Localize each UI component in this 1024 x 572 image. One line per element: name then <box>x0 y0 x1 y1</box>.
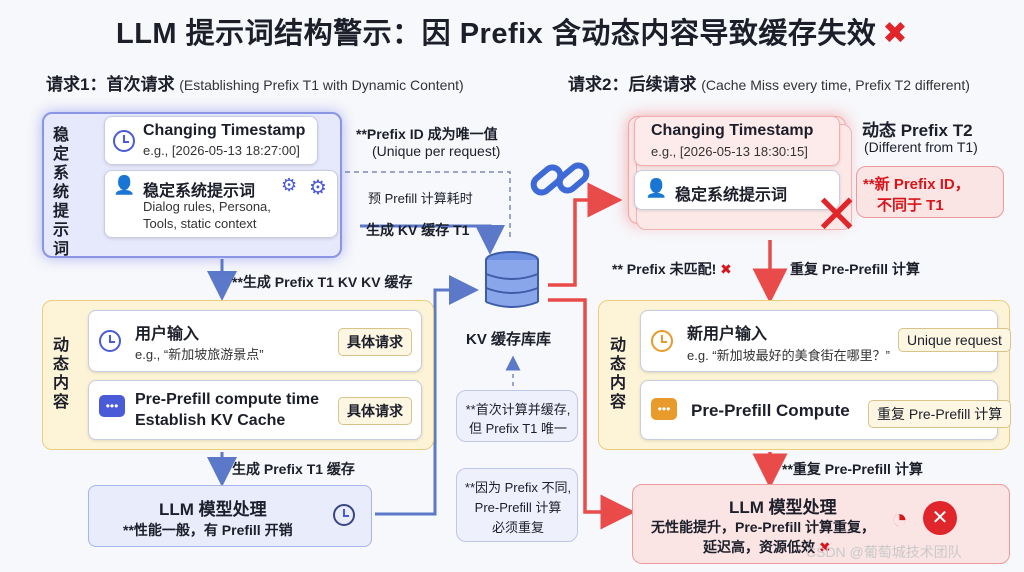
right-llm-desc-2-line: 延迟高，资源低效 ✖ <box>703 537 831 557</box>
repeat-prefill-label: 重复 Pre-Prefill 计算 <box>790 261 920 277</box>
new-prefix-line2: 不同于 T1 <box>877 197 944 214</box>
gen-cache-label: 生成 Prefix T1 缓存 <box>232 461 355 477</box>
new-prefix-box: **新 Prefix ID， 不同于 T1 <box>856 166 1004 218</box>
user-value: e.g., “新加坡旅游景点” <box>135 347 264 362</box>
left-system-card: 👤 稳定系统提示词 Dialog rules, Persona, Tools, … <box>104 170 338 238</box>
watermark: CSDN @葡萄城技术团队 <box>806 544 962 560</box>
right-compute-tag: 重复 Pre-Prefill 计算 <box>868 400 1012 428</box>
mismatch-text: ** Prefix 未匹配! <box>612 261 717 277</box>
right-user-title: 新用户输入 <box>687 326 768 343</box>
center-note-2: **因为 Prefix 不同, Pre-Prefill 计算 必须重复 <box>456 468 578 542</box>
left-llm-box: LLM 模型处理 **性能一般，有 Prefill 开销 <box>88 485 372 547</box>
right-system-card: 👤 稳定系统提示词 <box>634 170 840 210</box>
settings-icon: ⚙ <box>309 177 327 199</box>
right-llm-desc-2: 延迟高，资源低效 <box>703 539 815 555</box>
gen-prefix-label: **生成 Prefix T1 KV KV 缓存 <box>232 274 413 290</box>
user-gear-icon: 👤 <box>113 175 136 195</box>
system-title: 稳定系统提示词 <box>143 183 256 200</box>
database-icon <box>485 251 539 308</box>
center-note2-line1: **因为 Prefix 不同, <box>464 480 572 495</box>
center-note-1: **首次计算并缓存, 但 Prefix T1 唯一 <box>456 390 578 442</box>
center-note1-line2: 但 Prefix T1 唯一 <box>468 421 567 436</box>
right-timestamp-value: e.g., [2026-05-13 18:30:15] <box>651 144 808 159</box>
kv-note: 生成 KV 缓存 T1 <box>366 222 470 238</box>
left-stable-label: 稳定系统提示词 <box>52 127 69 258</box>
right-timestamp-card: Changing Timestamp e.g., [2026-05-13 18:… <box>634 116 840 166</box>
dyn-prefix-sub: (Different from T1) <box>864 139 978 155</box>
user-title: 用户输入 <box>135 326 200 343</box>
broken-link-icon <box>530 162 590 196</box>
prefix-note-2: (Unique per request) <box>372 143 501 159</box>
right-llm-box: LLM 模型处理 无性能提升，Pre-Prefill 计算重复， 延迟高，资源低… <box>632 484 1010 564</box>
chat-icon: ••• <box>651 398 677 420</box>
small-cross-icon: ✖ <box>720 261 732 277</box>
right-user-tag: Unique request <box>898 328 1011 352</box>
left-heading: 请求1：首次请求 (Establishing Prefix T1 with Dy… <box>46 70 464 95</box>
right-llm-title: LLM 模型处理 <box>729 498 837 517</box>
prefix-note-1: **Prefix ID 成为唯一值 <box>356 126 498 142</box>
left-prefill-card: ••• Pre-Prefill compute time Establish K… <box>88 380 422 440</box>
new-prefix-line1: **新 Prefix ID， <box>863 176 970 193</box>
center-note1-line1: **首次计算并缓存, <box>465 402 571 417</box>
right-timestamp-title: Changing Timestamp <box>651 122 814 139</box>
kv-cache-label: KV 缓存库库 <box>466 331 552 348</box>
clock-icon <box>651 330 673 352</box>
prefill-tag: 具体请求 <box>338 397 412 425</box>
page-title: LLM 提示词结构警示：因 Prefix 含动态内容导致缓存失效✖ <box>0 10 1024 52</box>
mismatch-cross-icon: ✕ <box>814 185 860 245</box>
prefill-title-1: Pre-Prefill compute time <box>135 391 320 408</box>
left-llm-desc: **性能一般，有 Prefill 开销 <box>123 522 293 538</box>
chat-icon: ••• <box>99 395 125 417</box>
center-note2-line3: 必须重复 <box>491 520 544 535</box>
left-dynamic-label: 动态内容 <box>52 337 69 411</box>
prefill-note: 预 Prefill 计算耗时 <box>368 191 473 206</box>
right-llm-desc-1: 无性能提升，Pre-Prefill 计算重复， <box>651 519 876 535</box>
right-heading-text: 请求2：后续请求 <box>568 75 697 94</box>
right-heading-sub: (Cache Miss every time, Prefix T2 differ… <box>701 77 970 93</box>
small-cross-icon: ✖ <box>818 539 831 555</box>
right-repeat-note: **重复 Pre-Prefill 计算 <box>782 461 923 477</box>
right-user-value: e.g. “新加坡最好的美食街在哪里？” <box>687 348 890 363</box>
right-compute-title: Pre-Prefill Compute <box>691 401 850 420</box>
clock-icon <box>113 130 135 152</box>
dyn-prefix-title: 动态 Prefix T2 <box>862 121 973 140</box>
error-badge-icon: ✕ <box>923 501 957 535</box>
clock-icon <box>333 504 355 526</box>
system-desc-1: Dialog rules, Persona, <box>143 199 271 214</box>
speedometer-icon: ◔ <box>891 503 908 534</box>
right-dynamic-label: 动态内容 <box>609 337 626 411</box>
system-desc-2: Tools, static context <box>143 216 257 231</box>
center-note2-line2: Pre-Prefill 计算 <box>474 500 562 515</box>
title-text: LLM 提示词结构警示：因 Prefix 含动态内容导致缓存失效 <box>116 18 877 50</box>
user-tag: 具体请求 <box>338 328 412 356</box>
left-llm-title: LLM 模型处理 <box>159 500 267 519</box>
right-heading: 请求2：后续请求 (Cache Miss every time, Prefix … <box>568 70 970 95</box>
timestamp-title: Changing Timestamp <box>143 122 306 139</box>
left-heading-sub: (Establishing Prefix T1 with Dynamic Con… <box>179 77 464 93</box>
error-cross-icon: ✖ <box>882 17 908 50</box>
left-timestamp-card: Changing Timestamp e.g., [2026-05-13 18:… <box>104 116 318 165</box>
left-heading-text: 请求1：首次请求 <box>46 75 175 94</box>
gear-icon: ⚙ <box>281 175 298 195</box>
clock-icon <box>99 330 121 352</box>
mismatch-label: ** Prefix 未匹配! ✖ <box>612 259 732 279</box>
prefill-title-2: Establish KV Cache <box>135 412 286 429</box>
user-icon: 👤 <box>645 178 668 198</box>
timestamp-value: e.g., [2026-05-13 18:27:00] <box>143 143 300 158</box>
right-system-title: 稳定系统提示词 <box>675 187 788 204</box>
